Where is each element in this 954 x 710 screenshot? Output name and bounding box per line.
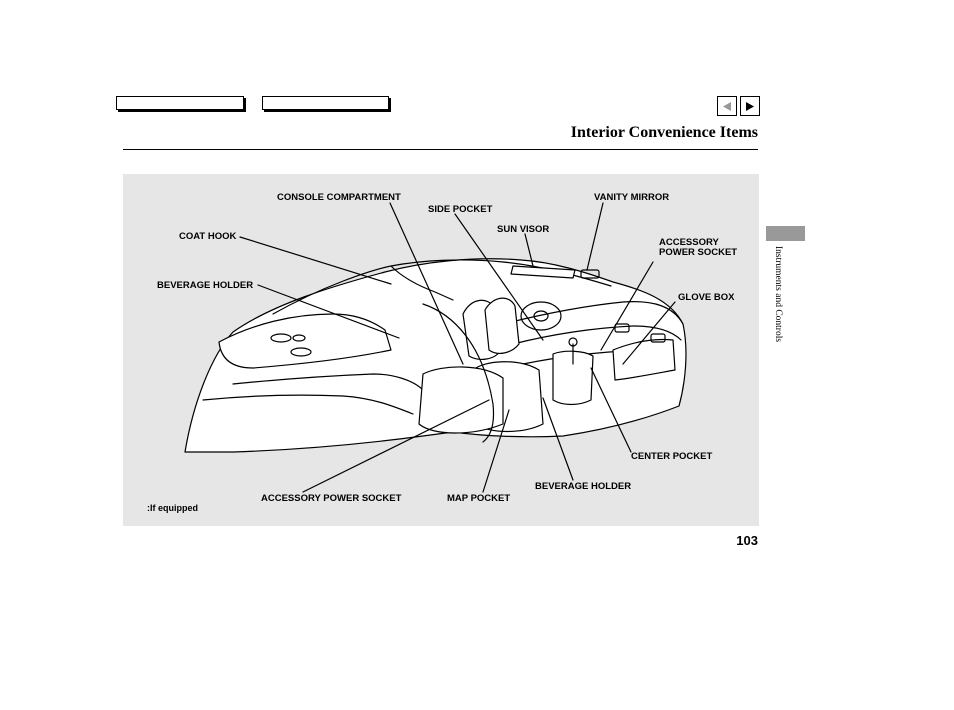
if-equipped-note: :If equipped <box>147 503 198 513</box>
label-glove-box: GLOVE BOX <box>678 292 735 303</box>
title-rule <box>123 149 758 150</box>
next-page-button[interactable] <box>740 96 760 116</box>
page-title: Interior Convenience Items <box>570 124 758 141</box>
car-interior-illustration <box>184 202 687 493</box>
label-beverage-holder-rear: BEVERAGE HOLDER <box>157 280 254 291</box>
label-accessory-power-socket-rear: ACCESSORY POWER SOCKET <box>261 493 402 504</box>
label-console-compartment: CONSOLE COMPARTMENT <box>277 192 401 203</box>
label-beverage-holder-front: BEVERAGE HOLDER <box>535 481 632 492</box>
label-vanity-mirror: VANITY MIRROR <box>594 192 670 203</box>
page-number: 103 <box>736 533 758 548</box>
section-label: Instruments and Controls <box>773 246 783 343</box>
label-coat-hook: COAT HOOK <box>179 231 237 242</box>
nav-button-main-menu[interactable] <box>116 96 244 110</box>
label-center-pocket: CENTER POCKET <box>631 451 713 462</box>
triangle-left-icon <box>723 101 731 111</box>
triangle-right-icon <box>746 101 754 111</box>
section-tab <box>766 226 805 241</box>
prev-page-button[interactable] <box>717 96 737 116</box>
label-sun-visor: SUN VISOR <box>497 224 550 235</box>
label-side-pocket: SIDE POCKET <box>428 204 493 215</box>
label-accessory-power-socket-front: ACCESSORY POWER SOCKET <box>659 237 738 258</box>
nav-button-table-of-contents[interactable] <box>262 96 389 110</box>
label-map-pocket: MAP POCKET <box>447 493 511 504</box>
